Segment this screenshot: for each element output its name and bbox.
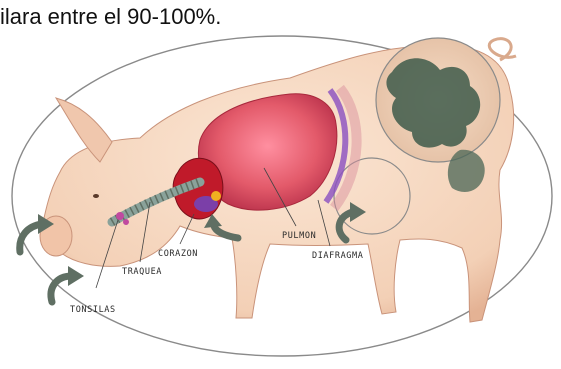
- tonsils-marker-2: [123, 219, 129, 225]
- label-corazon: CORAZON: [158, 249, 198, 259]
- pig-tail: [489, 39, 516, 60]
- label-diafragma: DIAFRAGMA: [312, 251, 363, 261]
- label-traquea: TRAQUEA: [122, 267, 162, 277]
- tonsils-marker: [116, 212, 124, 220]
- arrow-mouth-bottom-head: [68, 266, 84, 286]
- pig-eye: [93, 194, 99, 198]
- label-tonsilas: TONSILAS: [70, 305, 116, 315]
- label-pulmon: PULMON: [282, 231, 316, 241]
- heart-detail: [211, 191, 221, 201]
